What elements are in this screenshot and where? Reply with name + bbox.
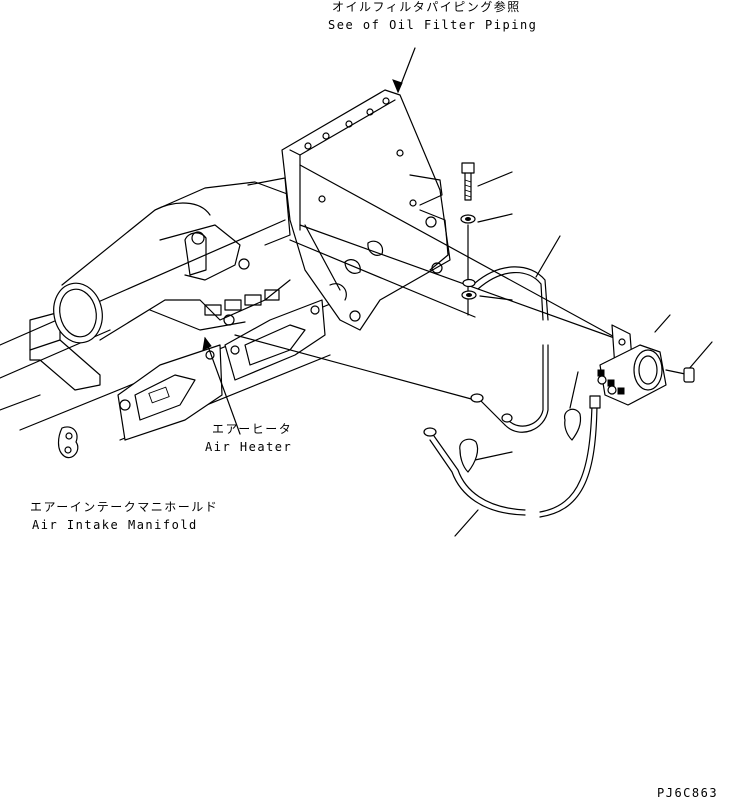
oil-filter-label-en: See of Oil Filter Piping (328, 18, 538, 32)
leader-lines (234, 164, 713, 537)
oil-filter-label-jp: オイルフィルタパイピング参照 (332, 0, 521, 14)
manifold-label-en: Air Intake Manifold (32, 518, 198, 532)
oil-filter-bracket (281, 89, 451, 331)
manifold-label-jp: エアーインテークマニホールド (30, 500, 219, 514)
upper-cable (470, 266, 549, 433)
air-heater-label-en: Air Heater (205, 440, 293, 454)
callout-arrows (202, 47, 416, 435)
heater-relay (597, 324, 695, 406)
intake-elbow (53, 177, 291, 344)
washers (460, 214, 477, 300)
rubber-caps (459, 371, 582, 473)
drawing-code: PJ6C863 (657, 786, 719, 800)
lower-cable (423, 395, 601, 518)
bolt (461, 162, 475, 201)
air-heater-label-jp: エアーヒータ (212, 422, 293, 436)
